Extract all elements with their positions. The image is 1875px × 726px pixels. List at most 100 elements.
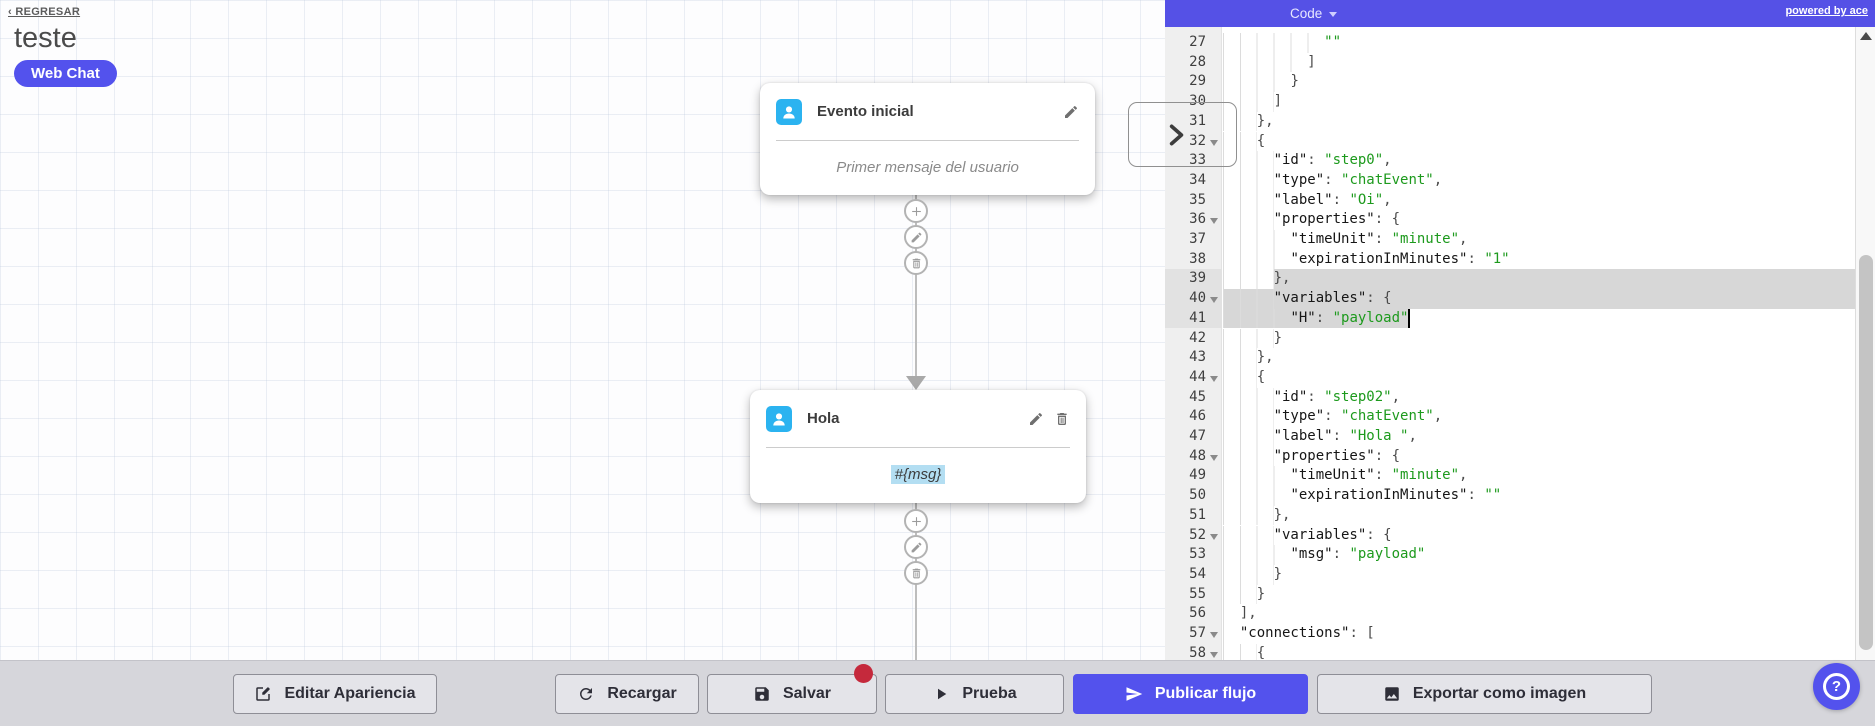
- code-line-31[interactable]: 31},: [1165, 111, 1875, 132]
- code-line-33[interactable]: 33"id": "step0",: [1165, 151, 1875, 171]
- code-line-37[interactable]: 37"timeUnit": "minute",: [1165, 230, 1875, 250]
- line-number[interactable]: 43: [1189, 349, 1206, 366]
- code-line-32[interactable]: 32{: [1165, 131, 1875, 152]
- line-number[interactable]: 47: [1189, 428, 1206, 444]
- edit-icon[interactable]: [1063, 104, 1079, 120]
- test-button[interactable]: Prueba: [885, 674, 1064, 714]
- flow-node-evento-inicial[interactable]: Evento inicial Primer mensaje del usuari…: [760, 83, 1095, 195]
- delete-icon[interactable]: [1054, 411, 1070, 427]
- export-button[interactable]: Exportar como imagen: [1317, 674, 1652, 714]
- code-line-34[interactable]: 34 "type": "chatEvent",: [1165, 170, 1875, 191]
- code-line-28[interactable]: 28]: [1165, 52, 1875, 73]
- code-line-47[interactable]: 47"label": "Hola ",: [1165, 427, 1875, 447]
- code-mode-dropdown[interactable]: Code: [1290, 0, 1338, 27]
- connector-add-button[interactable]: [904, 199, 928, 223]
- line-number[interactable]: 38: [1189, 250, 1206, 267]
- code-line-57[interactable]: 57"connections": [: [1165, 624, 1875, 644]
- powered-by-ace-link[interactable]: powered by ace: [1785, 5, 1868, 17]
- code-line-30[interactable]: 30]: [1165, 92, 1875, 112]
- code-line-41[interactable]: 41"H": "payload": [1165, 308, 1875, 329]
- code-editor-body[interactable]: 27""28]29}30]31},32{33"id": "step0",34"t…: [1165, 27, 1875, 660]
- line-number[interactable]: 42: [1189, 329, 1206, 346]
- line-number[interactable]: 44: [1189, 368, 1206, 385]
- fold-arrow-icon[interactable]: [1210, 632, 1218, 642]
- line-number[interactable]: 57: [1189, 625, 1206, 641]
- line-number[interactable]: 28: [1189, 53, 1206, 70]
- code-line-38[interactable]: 38"expirationInMinutes": "1": [1165, 249, 1875, 270]
- connector-add-button[interactable]: [904, 509, 928, 533]
- line-number[interactable]: 34: [1189, 171, 1206, 188]
- publish-button[interactable]: Publicar flujo: [1073, 674, 1308, 714]
- line-number[interactable]: 35: [1189, 191, 1206, 208]
- fold-arrow-icon[interactable]: [1210, 218, 1218, 228]
- line-number[interactable]: 46: [1189, 408, 1206, 425]
- code-line-56[interactable]: 56],: [1165, 604, 1875, 624]
- code-line-58[interactable]: 58{: [1165, 643, 1875, 660]
- line-number[interactable]: 37: [1189, 231, 1206, 247]
- help-button[interactable]: ?: [1813, 663, 1860, 710]
- line-number[interactable]: 45: [1189, 388, 1206, 405]
- edit-appearance-button[interactable]: Editar Apariencia: [233, 674, 437, 714]
- line-number[interactable]: 31: [1189, 112, 1206, 129]
- code-line-46[interactable]: 46"type": "chatEvent",: [1165, 407, 1875, 427]
- scroll-up-icon[interactable]: [1860, 32, 1872, 40]
- code-line-43[interactable]: 43},: [1165, 348, 1875, 368]
- line-number[interactable]: 39: [1189, 270, 1206, 287]
- line-number[interactable]: 52: [1189, 526, 1206, 543]
- line-number[interactable]: 40: [1189, 290, 1206, 307]
- code-line-42[interactable]: 42}: [1165, 328, 1875, 349]
- scrollbar-thumb[interactable]: [1859, 255, 1873, 650]
- line-number[interactable]: 36: [1189, 211, 1206, 228]
- flow-canvas[interactable]: ‹ REGRESAR teste Web Chat Evento inicial…: [0, 0, 1165, 660]
- line-number[interactable]: 48: [1189, 447, 1206, 464]
- code-line-35[interactable]: 35"label": "Oi",: [1165, 190, 1875, 211]
- line-number[interactable]: 41: [1189, 309, 1206, 326]
- collapse-editor-button[interactable]: [1128, 102, 1237, 167]
- line-number[interactable]: 32: [1189, 132, 1206, 149]
- code-line-55[interactable]: 55}: [1165, 584, 1875, 605]
- code-line-45[interactable]: 45"id": "step02",: [1165, 387, 1875, 408]
- fold-arrow-icon[interactable]: [1210, 139, 1218, 150]
- code-line-51[interactable]: 51},: [1165, 505, 1875, 526]
- flow-node-hola[interactable]: Hola #{msg}: [750, 390, 1086, 503]
- line-number[interactable]: 53: [1189, 546, 1206, 563]
- reload-button[interactable]: Recargar: [555, 674, 699, 714]
- connector-delete-button[interactable]: [904, 561, 928, 585]
- code-line-27[interactable]: 27"": [1165, 33, 1875, 53]
- fold-arrow-icon[interactable]: [1210, 533, 1218, 544]
- fold-arrow-icon[interactable]: [1210, 297, 1218, 307]
- code-line-39[interactable]: 39},: [1165, 269, 1875, 290]
- code-line-36[interactable]: 36"properties": {: [1165, 210, 1875, 230]
- connector-delete-button[interactable]: [904, 251, 928, 275]
- code-line-54[interactable]: 54}: [1165, 564, 1875, 585]
- code-line-52[interactable]: 52"variables": {: [1165, 525, 1875, 546]
- code-line-48[interactable]: 48"properties": {: [1165, 446, 1875, 467]
- fold-arrow-icon[interactable]: [1210, 375, 1218, 386]
- edit-icon[interactable]: [1028, 411, 1044, 427]
- connector-edit-button[interactable]: [904, 225, 928, 249]
- line-number[interactable]: 49: [1189, 467, 1206, 484]
- code-line-49[interactable]: 49"timeUnit": "minute",: [1165, 466, 1875, 487]
- code-line-40[interactable]: 40"variables": {: [1165, 289, 1875, 309]
- back-link[interactable]: ‹ REGRESAR: [8, 6, 81, 18]
- code-text: },: [1273, 506, 1291, 523]
- line-number[interactable]: 29: [1189, 73, 1206, 90]
- code-line-53[interactable]: 53"msg": "payload": [1165, 545, 1875, 565]
- code-line-29[interactable]: 29}: [1165, 72, 1875, 93]
- line-number[interactable]: 55: [1189, 585, 1206, 602]
- line-number[interactable]: 54: [1189, 565, 1206, 582]
- line-number[interactable]: 33: [1189, 152, 1206, 169]
- line-number[interactable]: 30: [1189, 93, 1206, 110]
- line-number[interactable]: 58: [1189, 644, 1206, 660]
- line-number[interactable]: 51: [1189, 506, 1206, 523]
- fold-arrow-icon[interactable]: [1210, 651, 1218, 660]
- line-number[interactable]: 56: [1189, 605, 1206, 622]
- code-line-50[interactable]: 50"expirationInMinutes": "": [1165, 486, 1875, 506]
- code-line-44[interactable]: 44{: [1165, 367, 1875, 388]
- code-text: "type": "chatEvent",: [1273, 171, 1443, 188]
- fold-arrow-icon[interactable]: [1210, 454, 1218, 465]
- connector-edit-button[interactable]: [904, 535, 928, 559]
- line-number[interactable]: 27: [1189, 34, 1206, 50]
- line-number[interactable]: 50: [1189, 487, 1206, 504]
- save-button[interactable]: Salvar: [707, 664, 877, 714]
